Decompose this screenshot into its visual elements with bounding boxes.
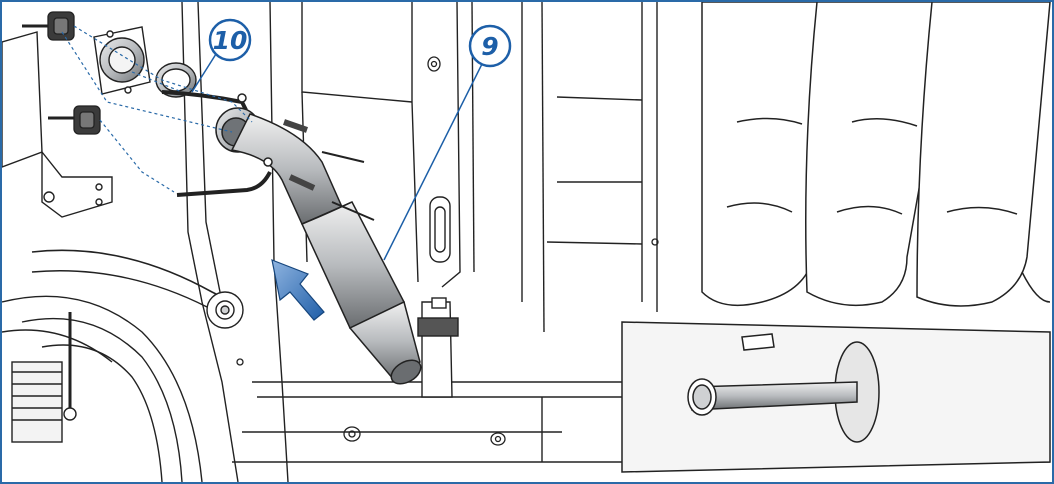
- wheel-and-suspension: [2, 249, 244, 482]
- install-direction-arrow-icon: [271, 259, 325, 321]
- manifold-flange: [93, 26, 151, 95]
- gasket-ring: [155, 62, 197, 98]
- callout-9-label: 9: [481, 32, 498, 61]
- callout-10: 10: [191, 18, 252, 93]
- panel-holes: [236, 56, 659, 446]
- callout-10-label: 10: [213, 26, 248, 55]
- left-bracket: [2, 31, 113, 218]
- front-pipe-with-catalytic-converter: [161, 90, 422, 385]
- converter-hanger: [417, 297, 459, 398]
- assembly-dashed-lines: [61, 25, 253, 193]
- fuel-tank: [701, 2, 1051, 307]
- rear-muffler: [621, 321, 1051, 473]
- rubber-mount-lower: [48, 105, 101, 135]
- rubber-mount-upper: [22, 11, 75, 41]
- callout-9: 9: [383, 24, 512, 261]
